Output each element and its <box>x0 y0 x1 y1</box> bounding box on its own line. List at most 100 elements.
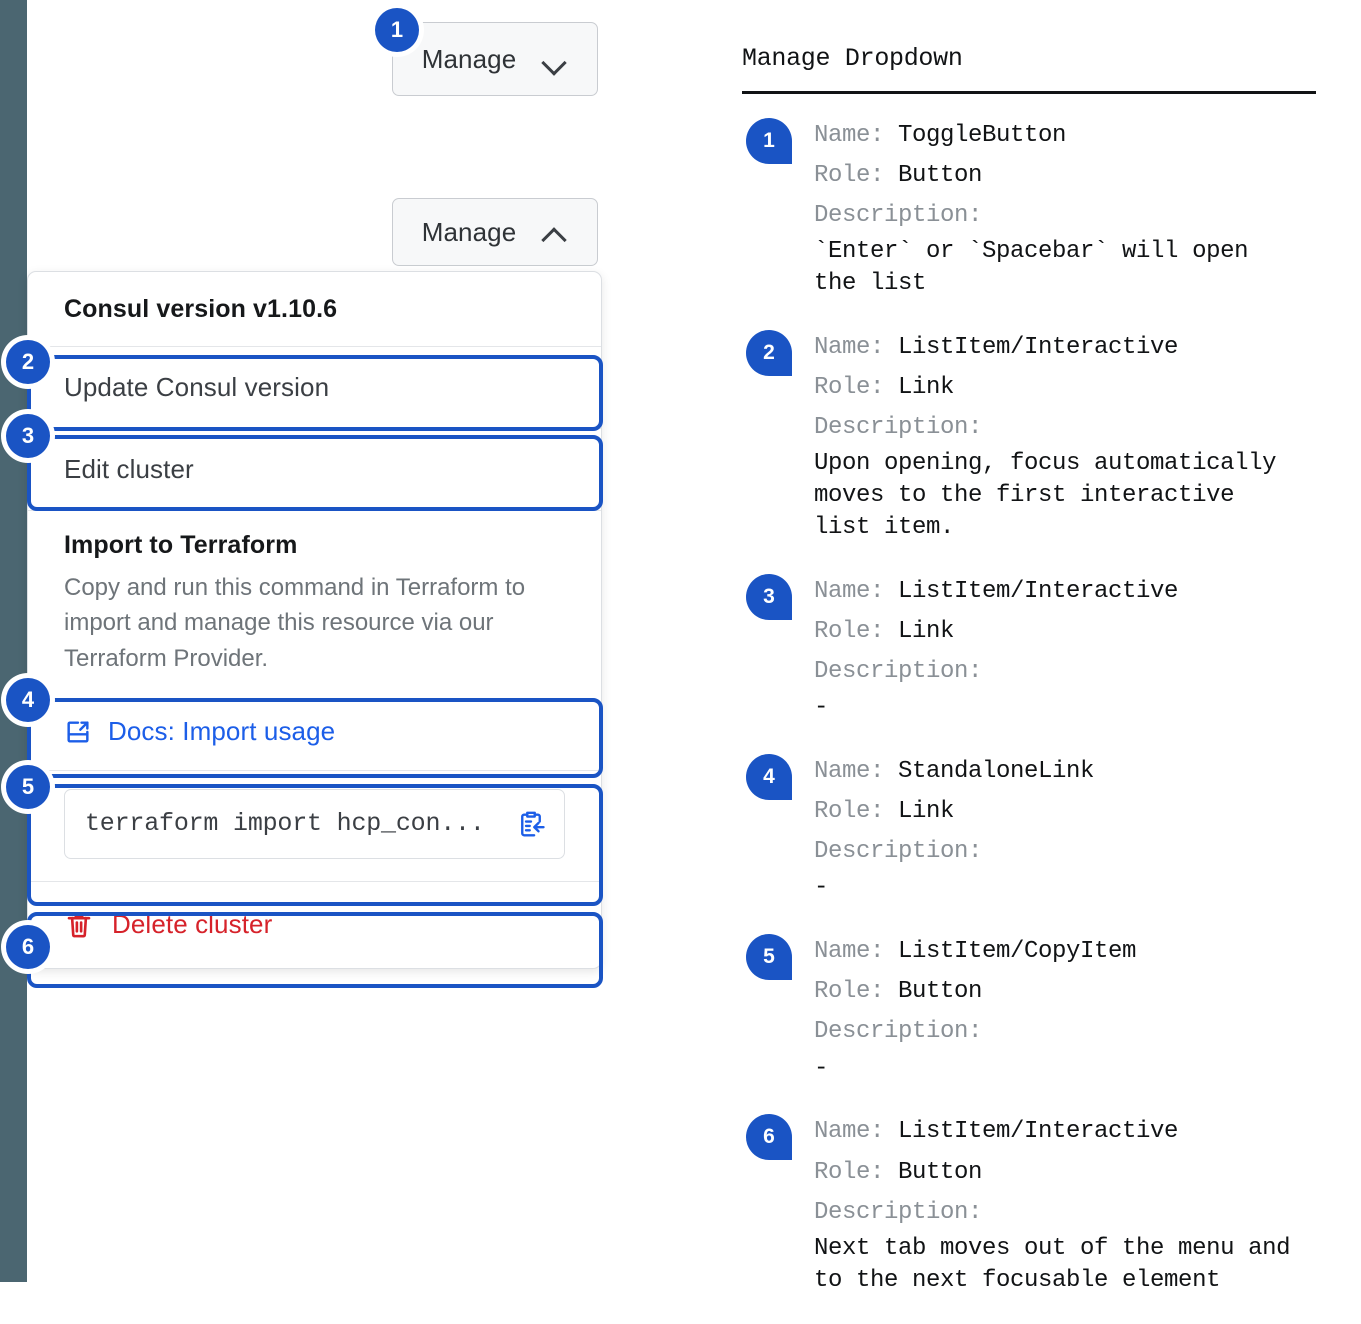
legend-description-label: Description: <box>814 414 983 442</box>
delete-cluster-label: Delete cluster <box>112 909 273 940</box>
legend-name-value: ToggleButton <box>898 122 1067 149</box>
legend-description: Description: <box>814 1012 1342 1052</box>
legend-role-value: Link <box>898 798 955 826</box>
legend-role-value: Button <box>898 978 983 1006</box>
legend-description-label: Description: <box>814 1198 983 1226</box>
manage-dropdown-panel: Consul version v1.10.6 Update Consul ver… <box>27 271 602 969</box>
legend-name: Name: ToggleButton <box>814 116 1342 156</box>
divider <box>28 880 601 882</box>
chevron-down-icon <box>542 52 568 67</box>
left-nav-rail <box>0 0 27 1282</box>
legend-name-value: ListItem/CopyItem <box>898 938 1137 966</box>
divider <box>28 769 601 771</box>
legend-description-value: Next tab moves out of the menu and to th… <box>814 1234 1291 1294</box>
legend-name-value: ListItem/Interactive <box>898 578 1179 605</box>
legend-description-value: - <box>814 694 829 722</box>
legend-role: Role: Link <box>814 612 1342 652</box>
import-to-terraform-title: Import to Terraform <box>64 531 298 559</box>
legend-name-label: Name: <box>814 334 899 362</box>
legend-role: Role: Link <box>814 792 1342 832</box>
legend-description: Description: <box>814 196 1342 236</box>
marker-badge-1: 1 <box>375 8 419 52</box>
manage-toggle-button-expanded[interactable]: Manage <box>392 198 598 266</box>
legend-role-label: Role: <box>814 162 899 190</box>
docs-import-usage-label: Docs: Import usage <box>108 716 336 747</box>
legend-role-label: Role: <box>814 978 899 1006</box>
legend-badge-3: 3 <box>746 574 792 620</box>
external-link-icon <box>64 718 92 746</box>
terraform-command-copy-field[interactable]: terraform import hcp_con... <box>64 788 565 859</box>
consul-version-header: Consul version v1.10.6 <box>64 294 338 323</box>
legend-role-label: Role: <box>814 618 899 646</box>
marker-badge-4: 4 <box>6 678 50 722</box>
annotated-screenshot: Manage 1 Manage Consul version v1.10.6 U… <box>0 0 680 1282</box>
legend-role-label: Role: <box>814 1158 899 1186</box>
legend-name-label: Name: <box>814 578 899 605</box>
menu-item-update-consul-version[interactable]: Update Consul version <box>64 372 330 402</box>
terraform-command-text: terraform import hcp_con... <box>85 809 485 839</box>
legend-name: Name: ListItem/Interactive <box>814 1112 1342 1152</box>
legend-description-label: Description: <box>814 658 983 686</box>
clipboard-copy-icon[interactable] <box>516 809 546 839</box>
legend-description-value: Upon opening, focus automatically moves … <box>814 450 1277 542</box>
legend-name-label: Name: <box>814 758 899 786</box>
legend-name-value: ListItem/Interactive <box>898 1118 1179 1146</box>
legend-role-value: Link <box>898 374 955 402</box>
manage-toggle-button-collapsed[interactable]: Manage <box>392 22 598 96</box>
trash-icon <box>64 910 94 940</box>
legend-description: Description: <box>814 652 1342 692</box>
divider <box>28 346 601 347</box>
marker-badge-3: 3 <box>6 414 50 458</box>
legend-role: Role: Link <box>814 368 1342 408</box>
legend-description-label: Description: <box>814 202 983 230</box>
legend-role-label: Role: <box>814 374 899 402</box>
manage-button-label-expanded: Manage <box>421 217 517 247</box>
menu-item-docs-import-usage[interactable]: Docs: Import usage <box>28 694 601 770</box>
legend-badge-5: 5 <box>746 934 792 981</box>
legend-badge-2: 2 <box>746 330 792 377</box>
legend-description: Description: <box>814 832 1342 872</box>
legend-role: Role: Button <box>814 972 1342 1012</box>
manage-button-label: Manage <box>421 44 517 74</box>
legend-title: Manage Dropdown <box>742 44 963 73</box>
legend-name-label: Name: <box>814 938 899 966</box>
terraform-command-row: terraform import hcp_con... <box>28 771 601 881</box>
legend-name: Name: ListItem/CopyItem <box>814 932 1342 972</box>
legend-description-label: Description: <box>814 838 983 866</box>
import-to-terraform-description: Copy and run this command in Terraform t… <box>64 574 526 672</box>
legend-role-value: Link <box>898 618 955 646</box>
marker-badge-2: 2 <box>6 340 50 384</box>
legend-name: Name: ListItem/Interactive <box>814 328 1342 368</box>
legend-description-value: - <box>814 1054 829 1082</box>
legend-description-label: Description: <box>814 1018 983 1046</box>
menu-item-delete-cluster[interactable]: Delete cluster <box>28 882 601 968</box>
legend-name-label: Name: <box>814 1118 899 1146</box>
legend-name: Name: ListItem/Interactive <box>814 572 1342 612</box>
legend-badge-6: 6 <box>746 1114 792 1161</box>
marker-badge-6: 6 <box>6 925 50 969</box>
legend-name-value: ListItem/Interactive <box>898 334 1179 362</box>
legend-role-value: Button <box>898 162 983 190</box>
chevron-up-icon <box>542 225 568 240</box>
legend-role-label: Role: <box>814 798 899 826</box>
legend-badge-4: 4 <box>746 754 792 801</box>
legend-name: Name: StandaloneLink <box>814 752 1342 792</box>
legend-badge-1: 1 <box>746 118 792 164</box>
legend-description: Description: <box>814 408 1342 448</box>
marker-badge-5: 5 <box>6 765 50 809</box>
legend-role: Role: Button <box>814 1153 1342 1193</box>
legend-name-value: StandaloneLink <box>898 758 1095 786</box>
legend-role: Role: Button <box>814 156 1342 196</box>
legend-description-value: - <box>814 874 829 902</box>
legend-divider <box>742 91 1316 94</box>
legend-name-label: Name: <box>814 122 899 149</box>
menu-item-edit-cluster[interactable]: Edit cluster <box>64 454 194 484</box>
